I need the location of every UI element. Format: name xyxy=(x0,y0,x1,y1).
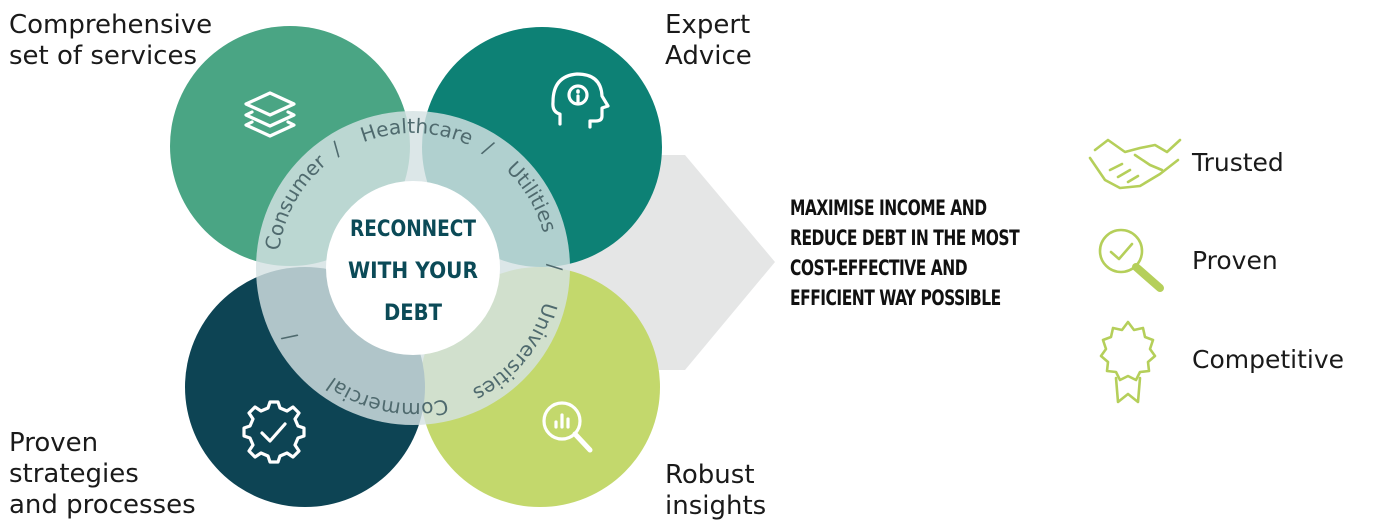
handshake-icon xyxy=(1088,138,1182,190)
check-magnifier-icon xyxy=(1098,228,1164,292)
sector-separator: / xyxy=(543,264,567,271)
benefit-competitive: Competitive xyxy=(1192,345,1345,374)
center-line-2: WITH YOUR xyxy=(348,259,478,284)
layers-icon xyxy=(244,91,296,138)
center-line-1: RECONNECT xyxy=(350,217,476,242)
label-robust-insights: Robust insights xyxy=(665,460,767,521)
center-circle xyxy=(326,181,500,355)
center-title: RECONNECT WITH YOUR DEBT xyxy=(348,217,478,326)
label-comprehensive-services: Comprehensive set of services xyxy=(9,10,213,71)
headline: MAXIMISE INCOME AND REDUCE DEBT IN THE M… xyxy=(790,196,1020,310)
center-line-3: DEBT xyxy=(384,301,442,326)
award-ribbon-icon xyxy=(1099,320,1157,404)
gear-check-icon xyxy=(242,400,306,464)
benefit-proven: Proven xyxy=(1192,246,1278,275)
magnify-chart-icon xyxy=(542,401,593,453)
benefit-trusted: Trusted xyxy=(1192,148,1284,177)
label-expert-advice: Expert Advice xyxy=(665,10,752,71)
head-info-icon xyxy=(551,72,610,129)
label-proven-strategies: Proven strategies and processes xyxy=(9,428,196,520)
